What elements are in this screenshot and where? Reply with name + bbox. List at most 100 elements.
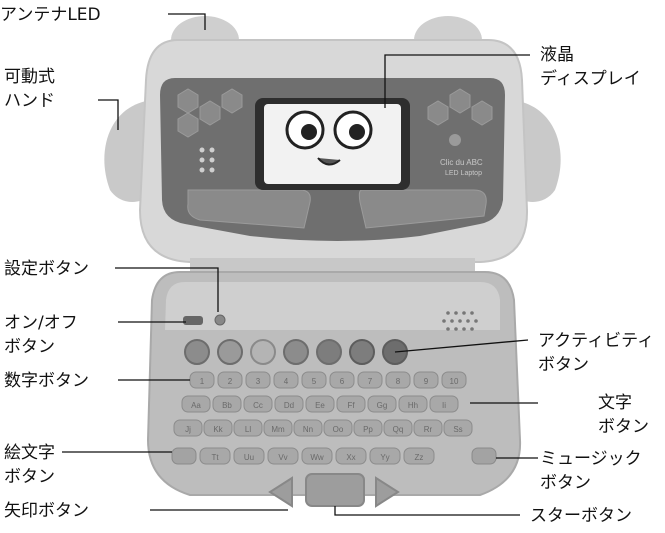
letter-row1-key-label-9: Ii [442, 401, 446, 410]
number-key-label-8: 8 [396, 377, 401, 386]
leader-lines [62, 13, 538, 516]
label-lcd-line2: ディスプレイ [540, 68, 641, 89]
hexagon-decor-right [427, 88, 493, 126]
letter-row3-key-4[interactable] [301, 447, 333, 465]
letter-row2-key-label-7: Pp [363, 425, 373, 434]
letter-row3-key-5[interactable] [335, 447, 367, 465]
label-movable-hand-line2: ハンド [4, 91, 55, 111]
letter-row2-key-9[interactable] [413, 419, 443, 437]
keyboard-top-panel [165, 282, 500, 330]
letter-row3-key-label-1: Tt [211, 453, 219, 462]
hand-left [104, 100, 152, 202]
activity-button-4[interactable] [283, 339, 309, 365]
letter-row1-key-8[interactable] [398, 395, 428, 413]
letter-row3-key-6[interactable] [369, 447, 401, 465]
letter-row2-key-label-5: Nn [303, 425, 313, 434]
label-music-line1: ミュージック [540, 449, 642, 469]
number-key-label-10: 10 [450, 377, 459, 386]
label-movable-hand-line1: 可動式 [4, 67, 55, 87]
number-key-label-7: 7 [368, 377, 373, 386]
letter-row2-key-6[interactable] [323, 419, 353, 437]
screen-face [285, 110, 373, 166]
number-key-label-6: 6 [340, 377, 345, 386]
letter-row2-key-label-6: Oo [333, 425, 344, 434]
letter-row1-key-label-7: Gg [377, 401, 388, 410]
label-letter-line2: ボタン [598, 417, 649, 437]
letter-row2-key-7[interactable] [353, 419, 383, 437]
emoji-key[interactable] [171, 447, 197, 465]
label-emoji-line1: 絵文字 [4, 443, 55, 463]
left-arrow-button[interactable] [268, 476, 293, 508]
activity-button-2[interactable] [217, 339, 243, 365]
activity-button-3[interactable] [250, 339, 276, 365]
letter-row2-key-label-4: Mm [271, 425, 285, 434]
number-key-6[interactable] [329, 371, 355, 389]
letter-row1-key-label-1: Aa [191, 401, 201, 410]
letter-row2-key-1[interactable] [173, 419, 203, 437]
letter-row1-key-label-8: Hh [408, 401, 418, 410]
letter-row3-key-7[interactable] [403, 447, 435, 465]
number-key-label-5: 5 [312, 377, 317, 386]
music-key[interactable] [471, 447, 497, 465]
number-key-4[interactable] [273, 371, 299, 389]
letter-row2-key-8[interactable] [383, 419, 413, 437]
letter-row1-key-3[interactable] [243, 395, 273, 413]
letter-row1-key-5[interactable] [305, 395, 335, 413]
letter-row2-key-3[interactable] [233, 419, 263, 437]
letter-row1-key-6[interactable] [336, 395, 366, 413]
letter-row1-key-2[interactable] [212, 395, 242, 413]
letter-row2-key-2[interactable] [203, 419, 233, 437]
letter-row2-key-label-10: Ss [453, 425, 462, 434]
letter-row1-key-4[interactable] [274, 395, 304, 413]
activity-button-6[interactable] [349, 339, 375, 365]
activity-button-5[interactable] [316, 339, 342, 365]
number-key-7[interactable] [357, 371, 383, 389]
letter-row1-key-label-5: Ee [315, 401, 325, 410]
activity-button-1[interactable] [184, 339, 210, 365]
letter-row1-key-label-2: Bb [222, 401, 232, 410]
label-arrow-buttons: 矢印ボタン [4, 501, 89, 521]
number-key-3[interactable] [245, 371, 271, 389]
letter-row1-key-9[interactable] [429, 395, 459, 413]
label-activity-line1: アクティビティ [538, 331, 654, 351]
label-number-buttons: 数字ボタン [4, 371, 89, 391]
number-key-2[interactable] [217, 371, 243, 389]
letter-row2-key-label-9: Rr [424, 425, 433, 434]
letter-row3-key-1[interactable] [199, 447, 231, 465]
number-key-9[interactable] [413, 371, 439, 389]
letter-row2-key-5[interactable] [293, 419, 323, 437]
letter-row3-key-label-3: Vv [278, 453, 287, 462]
lcd-screen [264, 104, 401, 184]
letter-row3-key-label-7: Zz [415, 453, 424, 462]
letter-row3-key-2[interactable] [233, 447, 265, 465]
power-switch[interactable] [183, 316, 203, 325]
letter-row2-key-10[interactable] [443, 419, 473, 437]
star-button[interactable] [305, 473, 365, 507]
label-antenna-led: アンテナLED [0, 5, 101, 25]
led-dots [199, 147, 215, 173]
letter-row2-key-label-1: Jj [185, 425, 191, 434]
letter-row3-key-3[interactable] [267, 447, 299, 465]
letter-row2-key-4[interactable] [263, 419, 293, 437]
label-emoji-line2: ボタン [4, 467, 55, 487]
number-key-10[interactable] [441, 371, 467, 389]
brand-logo-icon [449, 134, 461, 146]
label-activity-line2: ボタン [538, 355, 589, 375]
right-arrow-button[interactable] [375, 476, 400, 508]
number-key-5[interactable] [301, 371, 327, 389]
letter-row1-key-7[interactable] [367, 395, 397, 413]
label-star-button: スターボタン [530, 506, 632, 526]
letter-row3-key-label-5: Xx [346, 453, 355, 462]
number-key-8[interactable] [385, 371, 411, 389]
activity-buttons [184, 339, 408, 365]
settings-button[interactable] [214, 314, 226, 326]
number-key-label-1: 1 [200, 377, 205, 386]
label-music-line2: ボタン [540, 473, 591, 493]
label-power-line1: オン/オフ [4, 313, 78, 333]
letter-row1-key-1[interactable] [181, 395, 211, 413]
label-letter-line1: 文字 [598, 393, 632, 413]
